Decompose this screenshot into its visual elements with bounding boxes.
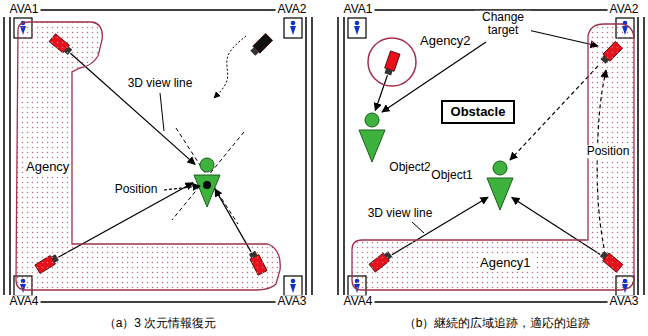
- node-text: Obstacle: [451, 105, 506, 119]
- circle-outline: [368, 38, 416, 86]
- ava-box: [284, 18, 302, 38]
- node-text: Agency2: [418, 34, 473, 48]
- wall: [305, 17, 307, 295]
- wall: [40, 301, 276, 303]
- obstacle-box: Obstacle: [441, 100, 516, 124]
- agency-region: Agency: [12, 20, 284, 294]
- text-label: AVA4: [342, 295, 375, 308]
- person-body: [359, 130, 385, 162]
- person-body: [487, 178, 513, 210]
- wall: [337, 17, 339, 295]
- ava-figure: [354, 26, 360, 35]
- caption: （a）3 次元情報復元: [102, 317, 219, 330]
- ava-figure: [291, 21, 296, 26]
- text-label: AVA4: [8, 295, 41, 308]
- text-label: AVA1: [8, 3, 41, 16]
- view-cone: [172, 132, 244, 220]
- text-label: Object2: [387, 161, 432, 174]
- view-cone: [176, 128, 238, 224]
- view-line: [215, 189, 251, 252]
- person-head: [200, 158, 214, 172]
- caption: （b）継続的広域追跡，適応的追跡: [402, 317, 593, 330]
- node-text: Agency: [24, 160, 71, 174]
- wall: [343, 17, 345, 295]
- text-label: AVA2: [608, 3, 641, 16]
- person-head: [493, 161, 507, 175]
- text-label: 3D view line: [126, 77, 195, 90]
- ava-box: [284, 276, 302, 296]
- text-label: AVA2: [276, 3, 309, 16]
- camera: [249, 33, 272, 56]
- agency-circle: Agency2: [364, 30, 474, 90]
- wall: [643, 17, 645, 295]
- view-line: [70, 53, 195, 164]
- wall: [637, 17, 639, 295]
- wall: [40, 9, 276, 11]
- ava-figure: [290, 284, 296, 293]
- wall: [3, 17, 5, 295]
- band-outline: [352, 24, 634, 290]
- leader-line: [164, 186, 200, 190]
- position-dot: [203, 181, 211, 189]
- ava-figure: [355, 21, 360, 26]
- wall: [9, 17, 11, 295]
- node-text: Agency1: [478, 256, 533, 270]
- leader-line: [160, 93, 164, 131]
- text-label: 3D view line: [366, 207, 435, 220]
- ava-figure: [290, 26, 296, 35]
- pan-arrow: [214, 36, 246, 98]
- camera: [383, 51, 400, 76]
- node-outline: [12, 20, 284, 294]
- wall: [311, 17, 313, 295]
- wall: [374, 301, 608, 303]
- text-label: AVA1: [342, 3, 375, 16]
- text-label: Change target: [475, 11, 531, 37]
- text-label: AVA3: [608, 295, 641, 308]
- person-head: [365, 113, 379, 127]
- text-label: Position: [113, 183, 160, 196]
- text-label: Object1: [429, 169, 474, 182]
- ava-box: [348, 18, 366, 38]
- band-outline: [16, 22, 280, 290]
- ava-figure: [291, 279, 296, 284]
- text-label: Position: [585, 145, 632, 158]
- leader-line: [412, 222, 424, 233]
- text-label: AVA3: [276, 295, 309, 308]
